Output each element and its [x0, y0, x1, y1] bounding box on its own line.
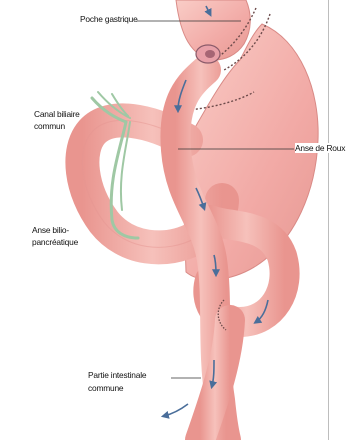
right-page-edge — [328, 0, 346, 440]
label-poche-gastrique: Poche gastrique — [80, 14, 138, 24]
label-canal-biliaire-line2: commun — [34, 121, 65, 131]
label-anse-bilio-line1: Anse bilio- — [32, 225, 69, 235]
label-partie-intestinale-line1: Partie intestinale — [88, 370, 146, 380]
label-anse-de-roux: Anse de Roux — [295, 143, 345, 153]
label-canal-biliaire-line1: Canal biliaire — [34, 109, 80, 119]
label-partie-intestinale-line2: commune — [88, 383, 123, 393]
label-anse-bilio-line2: pancréatique — [32, 237, 78, 247]
